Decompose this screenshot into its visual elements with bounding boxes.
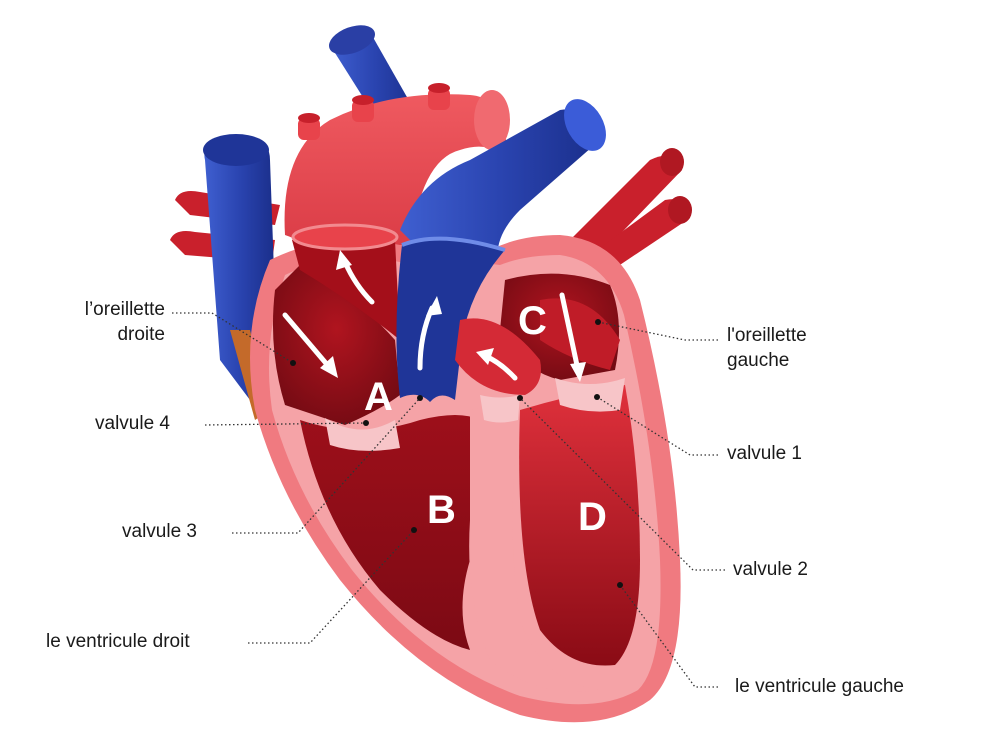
label-right-atrium: l’oreillette droite — [40, 297, 165, 347]
leader-right-ventricle — [248, 529, 415, 644]
right-atrium-chamber — [272, 265, 400, 425]
aortic-valve-flap — [455, 318, 541, 395]
letter-c: C — [518, 299, 547, 343]
label-left-atrium: l'oreillette gauche — [727, 323, 807, 373]
label-valve1: valvule 1 — [727, 443, 802, 464]
leader-lines — [172, 312, 725, 688]
right-ventricle-chamber — [300, 415, 482, 650]
pulmonary-trunk-inside — [396, 238, 505, 402]
label-valve3: valvule 3 — [122, 521, 197, 542]
letter-b: B — [427, 488, 456, 532]
label-valve4: valvule 4 — [95, 413, 170, 434]
mitral-valve-flap — [540, 298, 620, 370]
leader-valve4 — [204, 422, 367, 426]
label-left-atrium-line2: gauche — [727, 350, 790, 371]
letter-d: D — [578, 495, 607, 539]
label-left-ventricle: le ventricule gauche — [735, 676, 904, 697]
label-left-atrium-line1: l'oreillette — [727, 325, 807, 346]
label-right-ventricle: le ventricule droit — [46, 631, 190, 652]
leader-left-atrium — [597, 321, 718, 341]
leader-right-atrium — [172, 312, 294, 364]
left-ventricle-chamber — [519, 385, 640, 666]
septum — [469, 406, 600, 692]
letter-a: A — [364, 375, 393, 419]
flow-arrowheads — [320, 250, 586, 382]
aorta-opening — [292, 232, 400, 340]
label-right-atrium-line1: l’oreillette — [84, 299, 165, 320]
leader-dots — [290, 319, 623, 588]
leader-valve1 — [596, 396, 718, 456]
label-right-atrium-line2: droite — [117, 324, 165, 345]
label-valve2: valvule 2 — [733, 559, 808, 580]
leader-valve2 — [519, 397, 725, 571]
